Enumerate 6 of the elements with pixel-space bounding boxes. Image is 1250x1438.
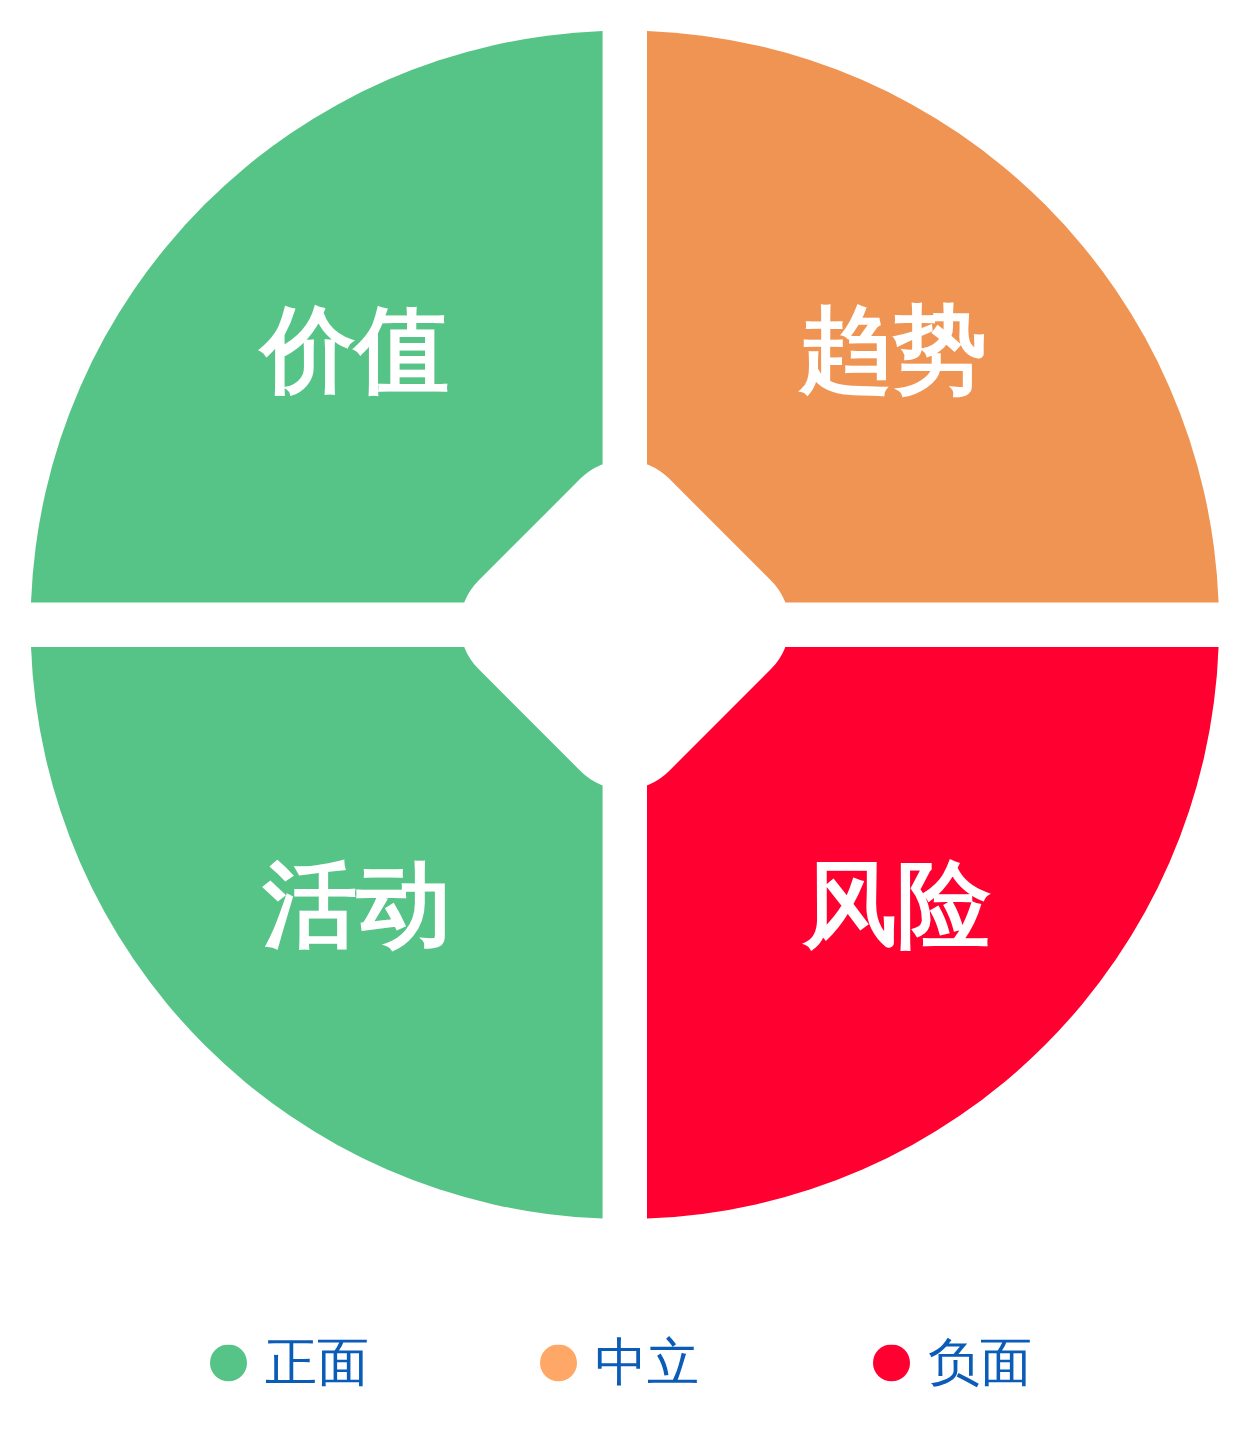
legend-label: 中立 — [595, 1334, 699, 1392]
quadrant-label: 趋势 — [799, 298, 987, 402]
legend-label: 负面 — [928, 1334, 1032, 1392]
quadrant-label: 活动 — [263, 853, 451, 957]
quadrant-label: 风险 — [803, 853, 991, 957]
legend-label: 正面 — [265, 1334, 369, 1392]
